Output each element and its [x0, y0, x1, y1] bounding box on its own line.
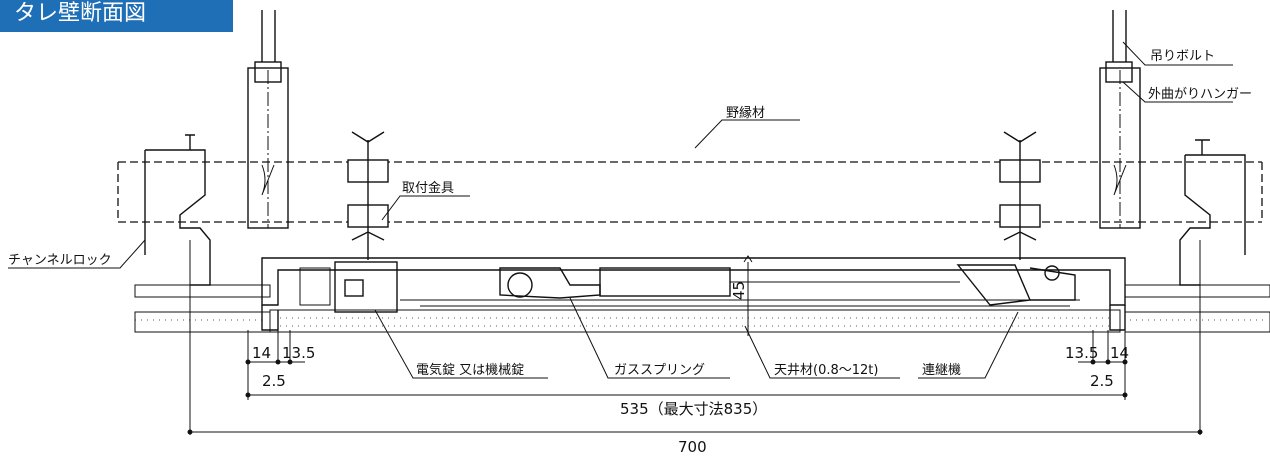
hanger-label: 外曲がりハンガー	[1148, 87, 1252, 102]
left-hanger	[247, 10, 289, 229]
dim-outer-width: 700	[678, 438, 707, 456]
right-channel-lock	[1179, 139, 1246, 286]
dim-left-14: 14	[252, 344, 271, 362]
channel-lock-label: チャンネルロック	[8, 253, 112, 268]
left-channel-lock	[144, 134, 211, 286]
dim-right-14: 14	[1110, 344, 1129, 362]
hanging-bolt-label: 吊りボルト	[1150, 49, 1215, 64]
ceiling-material-label: 天井材(0.8～12t)	[774, 363, 878, 378]
door-frame	[261, 257, 1126, 331]
linkage-label: 連継機	[922, 363, 961, 378]
dim-right-2-5: 2.5	[1090, 372, 1114, 390]
dim-height-45: 45	[730, 281, 748, 300]
diagram-title: タレ壁断面図	[0, 0, 233, 32]
linkage-unit	[956, 264, 1076, 306]
lock-unit	[299, 261, 398, 313]
dimension-lines	[187, 240, 1203, 435]
lock-label: 電気錠 又は機械錠	[416, 362, 524, 378]
gas-spring-label: ガススプリング	[614, 363, 705, 378]
height-dimension	[743, 255, 753, 336]
bracket-label: 取付金具	[402, 180, 454, 196]
furring-label: 野縁材	[726, 105, 765, 121]
dim-left-13-5: 13.5	[282, 344, 315, 362]
left-bracket	[347, 131, 389, 260]
ceiling-board	[134, 284, 1270, 333]
dim-inner-width: 535（最大寸法835）	[620, 400, 767, 418]
furring-channel	[117, 161, 1263, 223]
gas-spring	[499, 267, 960, 299]
right-hanger	[1099, 10, 1141, 229]
right-bracket	[999, 131, 1041, 260]
dim-left-2-5: 2.5	[262, 372, 286, 390]
dim-right-13-5: 13.5	[1065, 344, 1098, 362]
leader-lines	[8, 41, 1233, 379]
